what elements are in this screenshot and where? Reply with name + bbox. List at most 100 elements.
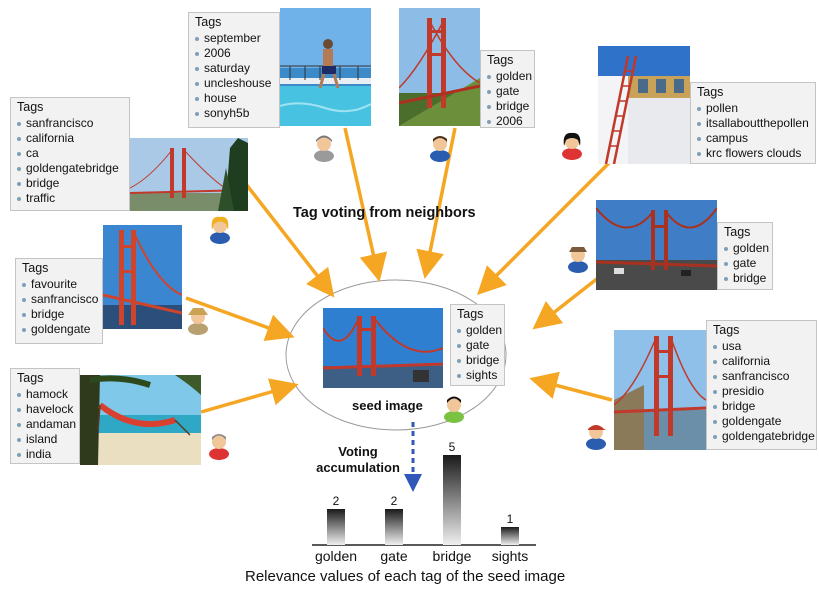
bar-value-label: 2 (391, 494, 398, 508)
tag: golden (457, 323, 502, 338)
tag: california (713, 354, 810, 369)
tags-header: Tags (22, 261, 49, 275)
neighbor-4-photo (130, 138, 248, 211)
tags-header: Tags (487, 53, 514, 67)
arrow-from-neighbor-8 (200, 378, 299, 414)
tag: sanfrancisco (22, 292, 98, 307)
user-avatar-5 (566, 243, 590, 273)
tag: traffic (17, 191, 123, 206)
relevance-bar-chart: 2 golden 2 gate 5 bridge 1 sights (312, 440, 536, 564)
tag: gate (724, 256, 766, 271)
tag-list: september 2006 saturday uncleshouse hous… (195, 31, 273, 121)
tags-header: Tags (457, 307, 484, 321)
tag-list: pollen itsallaboutthepollen campus krc f… (697, 101, 809, 161)
user-avatar-8 (207, 430, 231, 460)
tag: bridge (22, 307, 96, 322)
seed-user-avatar (442, 393, 466, 423)
neighbor-5-photo (596, 200, 717, 290)
neighbor-1-photo (280, 8, 371, 126)
tag: pollen (697, 101, 809, 116)
chart-caption: Relevance values of each tag of the seed… (245, 568, 566, 585)
tag: golden (487, 69, 532, 84)
tag: sanfrancisco (17, 116, 123, 131)
tag: bridge (724, 271, 766, 286)
diagram-heading: Tag voting from neighbors (293, 205, 476, 221)
tag: goldengatebridge (713, 429, 815, 444)
arrow-from-neighbor-3 (477, 158, 614, 295)
seed-tags: Tags golden gate bridge sights (450, 304, 505, 386)
tag: sonyh5b (195, 106, 273, 121)
tag: campus (697, 131, 809, 146)
arrow-from-neighbor-5 (532, 276, 600, 330)
tag: krc flowers clouds (697, 146, 809, 161)
tag: bridge (457, 353, 499, 368)
category-tick-label: golden (315, 548, 357, 564)
bar-bridge (443, 455, 461, 545)
tag: andaman (17, 417, 76, 432)
tag: india (17, 447, 73, 462)
tag-list: golden gate bridge sights (457, 323, 502, 383)
tag-list: hamock havelock andaman island india (17, 387, 76, 462)
tag-list: favourite sanfrancisco bridge goldengate (22, 277, 98, 337)
bar-gate (385, 509, 403, 545)
neighbor-7-tags: Tags usa california sanfrancisco presidi… (706, 320, 817, 450)
tag: uncleshouse (195, 76, 273, 91)
neighbor-2-photo (399, 8, 480, 126)
tag: gate (457, 338, 498, 353)
user-avatar-7 (584, 420, 608, 450)
bar-value-label: 1 (507, 512, 514, 526)
neighbor-6-tags: Tags favourite sanfrancisco bridge golde… (15, 258, 103, 344)
tag: saturday (195, 61, 273, 76)
tag: sanfrancisco (713, 369, 810, 384)
arrow-from-neighbor-4 (233, 168, 335, 298)
tag: favourite (22, 277, 96, 292)
tag: goldengatebridge (17, 161, 123, 176)
bar-value-label: 5 (449, 440, 456, 454)
tag-list: usa california sanfrancisco presidio bri… (713, 339, 815, 444)
tag: california (17, 131, 123, 146)
tag: bridge (487, 99, 529, 114)
neighbor-3-tags: Tags pollen itsallaboutthepollen campus … (690, 82, 816, 164)
category-tick-label: sights (492, 548, 529, 564)
tag: ca (17, 146, 123, 161)
voting-line-1: Voting (338, 444, 378, 459)
category-tick-label: gate (380, 548, 407, 564)
tag-list: sanfrancisco california ca goldengatebri… (17, 116, 123, 206)
user-avatar-6 (186, 305, 210, 335)
tag: havelock (17, 402, 73, 417)
user-avatar-1 (312, 132, 336, 162)
user-avatar-3 (560, 130, 584, 160)
neighbor-4-tags: Tags sanfrancisco california ca goldenga… (10, 97, 130, 211)
tag-list: golden gate bridge (724, 241, 769, 286)
neighbor-8-tags: Tags hamock havelock andaman island indi… (10, 368, 80, 464)
tag: september (195, 31, 273, 46)
voting-accumulation-label: Voting accumulation (306, 444, 410, 476)
tag: 2006 (487, 114, 528, 129)
bar-golden (327, 509, 345, 545)
arrow-from-neighbor-1 (343, 127, 388, 282)
neighbor-2-tags: Tags golden gate bridge 2006 (480, 50, 535, 128)
tag-list: golden gate bridge 2006 (487, 69, 532, 129)
neighbor-6-photo (103, 225, 182, 329)
tags-header: Tags (697, 85, 724, 99)
category-tick-label: bridge (433, 548, 472, 564)
tag: goldengate (22, 322, 96, 337)
tag: itsallaboutthepollen (697, 116, 809, 131)
user-avatar-4 (208, 214, 232, 244)
arrow-from-neighbor-6 (185, 296, 295, 341)
tag: goldengate (713, 414, 810, 429)
tag: usa (713, 339, 810, 354)
bar-value-label: 2 (333, 494, 340, 508)
tags-header: Tags (713, 323, 740, 337)
tags-header: Tags (17, 100, 44, 114)
voting-line-2: accumulation (316, 460, 400, 475)
tag: 2006 (195, 46, 273, 61)
neighbor-8-photo (80, 375, 201, 465)
user-avatar-2 (428, 132, 452, 162)
tag: island (17, 432, 73, 447)
tag: presidio (713, 384, 810, 399)
tag: bridge (713, 399, 810, 414)
arrow-from-neighbor-2 (416, 127, 457, 279)
arrow-from-neighbor-7 (529, 371, 613, 402)
